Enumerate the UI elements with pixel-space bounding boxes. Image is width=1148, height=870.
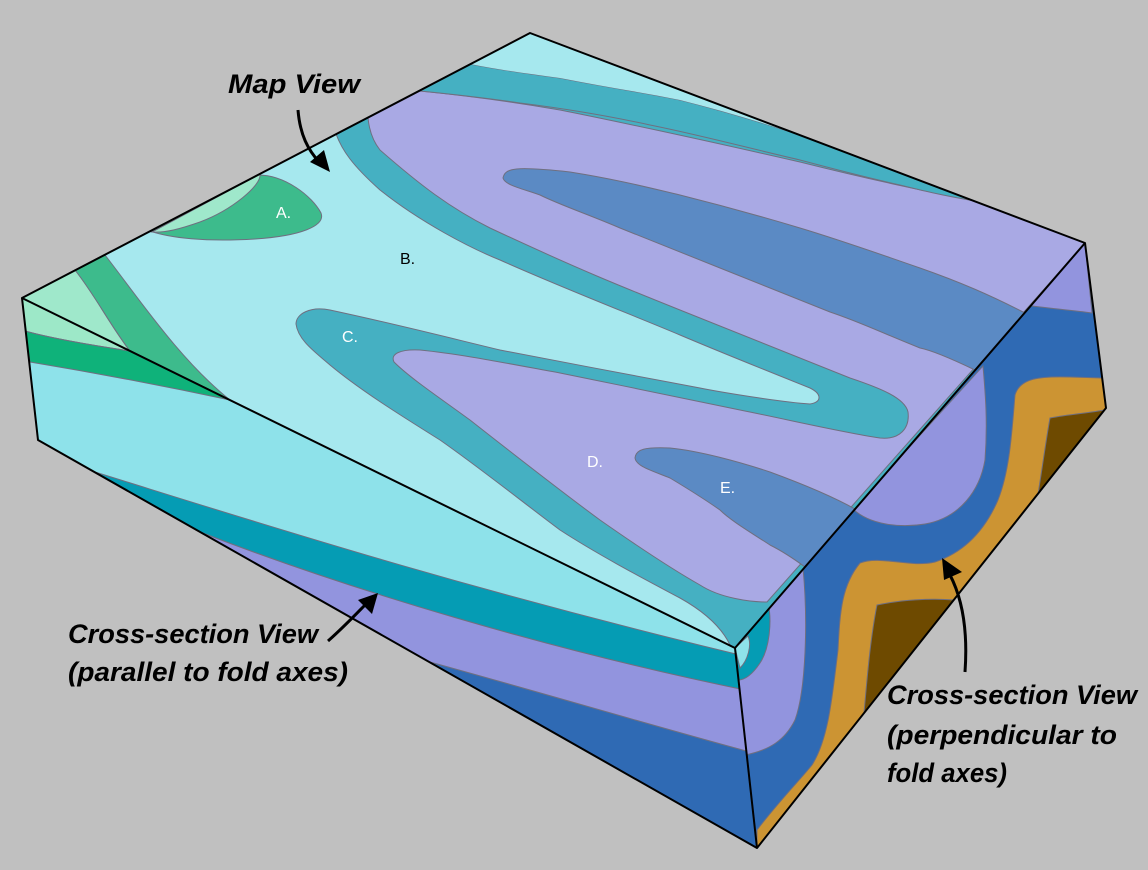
perpendicular-section-title: Cross-section View: [887, 680, 1139, 710]
map-view-face: [22, 33, 1085, 648]
unit-label-e: E.: [720, 480, 735, 497]
parallel-section-arrow: [327, 593, 378, 643]
section-lavender-lobe-back: [1023, 243, 1093, 314]
unit-d-region: [367, 90, 1085, 603]
map-view-label: Map View: [228, 69, 362, 99]
unit-label-d: D.: [587, 454, 603, 471]
block-outline: [21, 32, 1107, 849]
parallel-section-title: Cross-section View: [68, 619, 320, 649]
unit-c-band-upper: [418, 63, 976, 202]
parallel-section-subtitle: (parallel to fold axes): [68, 657, 348, 687]
section-lavender-lobe-middle: [852, 364, 987, 527]
section-cyan-core: [735, 635, 751, 669]
unit-e-upper-finger: [502, 168, 1026, 371]
perpendicular-section-arrow: [942, 558, 968, 673]
unit-e-lower-finger: [634, 447, 856, 568]
map-view-arrow: [296, 109, 330, 172]
section-green-layer: [24, 330, 231, 401]
unit-label-a: A.: [276, 205, 291, 222]
section-darkblue-band: [735, 243, 1106, 848]
unit-b-strip: [470, 33, 900, 173]
unit-label-c: C.: [342, 329, 358, 346]
corner-green-band: [74, 254, 231, 401]
section-lavender-lobe-front: [735, 566, 807, 756]
perpendicular-section-subtitle-2: fold axes): [887, 758, 1007, 788]
perpendicular-section-subtitle-1: (perpendicular to: [887, 720, 1117, 750]
unit-label-b: B.: [400, 251, 415, 268]
